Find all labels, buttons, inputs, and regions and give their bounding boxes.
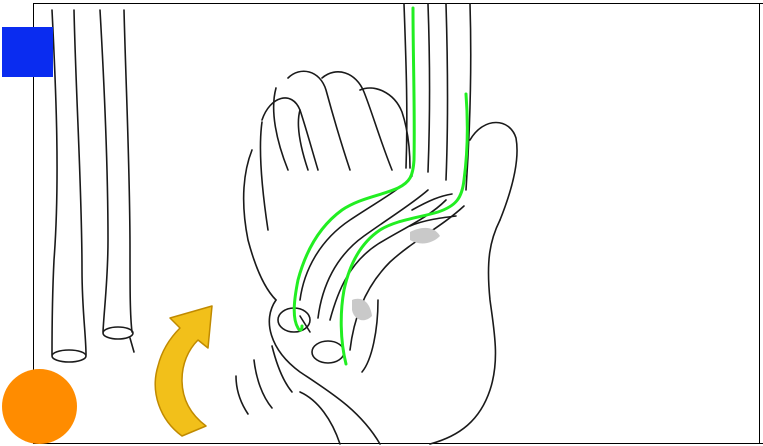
hand-back bbox=[244, 71, 410, 300]
orange-marker-circle bbox=[2, 369, 77, 444]
tube-left-1 bbox=[52, 10, 86, 362]
tube-left-2 bbox=[100, 10, 134, 352]
green-traces bbox=[294, 8, 467, 364]
held-tubes bbox=[278, 176, 464, 363]
blue-marker-square bbox=[2, 27, 53, 77]
hand-front bbox=[269, 123, 517, 445]
green-trace-1 bbox=[294, 8, 414, 330]
curved-arrow-icon bbox=[155, 306, 212, 436]
